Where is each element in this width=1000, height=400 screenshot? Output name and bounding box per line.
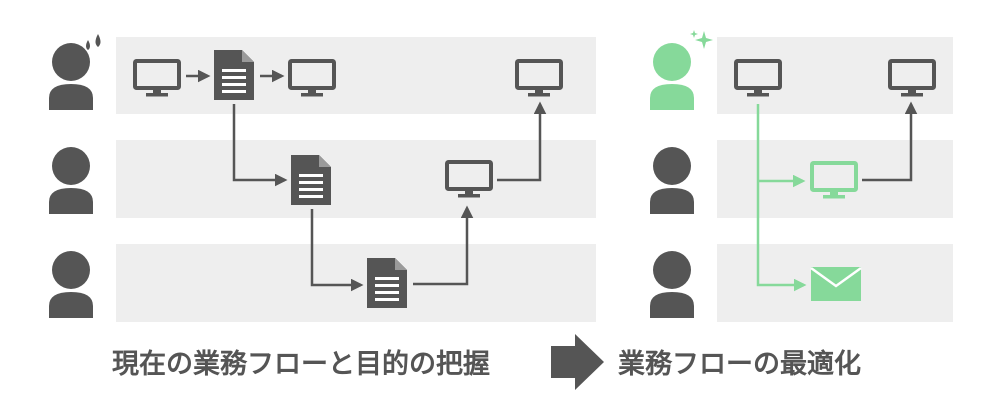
person-icon	[650, 147, 694, 214]
flow-arrow	[497, 101, 547, 182]
flow-arrow	[862, 101, 918, 182]
flow-arrow	[413, 205, 474, 286]
lane-band	[717, 140, 953, 218]
right-flow-arrows	[756, 101, 918, 292]
optimized-flow-caption: 業務フローの最適化	[618, 349, 861, 380]
sparkle-icon	[690, 30, 713, 49]
sweat-drops-icon	[86, 34, 101, 50]
document-icon	[291, 155, 331, 205]
document-icon	[214, 50, 254, 100]
flow-arrow	[756, 104, 807, 292]
envelope-icon	[810, 266, 862, 301]
person-icon	[49, 147, 93, 214]
person-icon	[650, 43, 694, 110]
person-icon	[650, 251, 694, 318]
left-flow-arrows	[186, 69, 547, 292]
big-arrow-icon	[551, 334, 604, 390]
flow-arrow	[232, 104, 288, 187]
current-flow-caption: 現在の業務フローと目的の把握	[112, 349, 490, 380]
flow-arrow	[310, 209, 364, 292]
person-icon	[49, 43, 93, 110]
person-icon	[49, 251, 93, 318]
document-icon	[367, 258, 407, 308]
lane-band	[116, 244, 596, 322]
lane-band	[717, 37, 953, 114]
